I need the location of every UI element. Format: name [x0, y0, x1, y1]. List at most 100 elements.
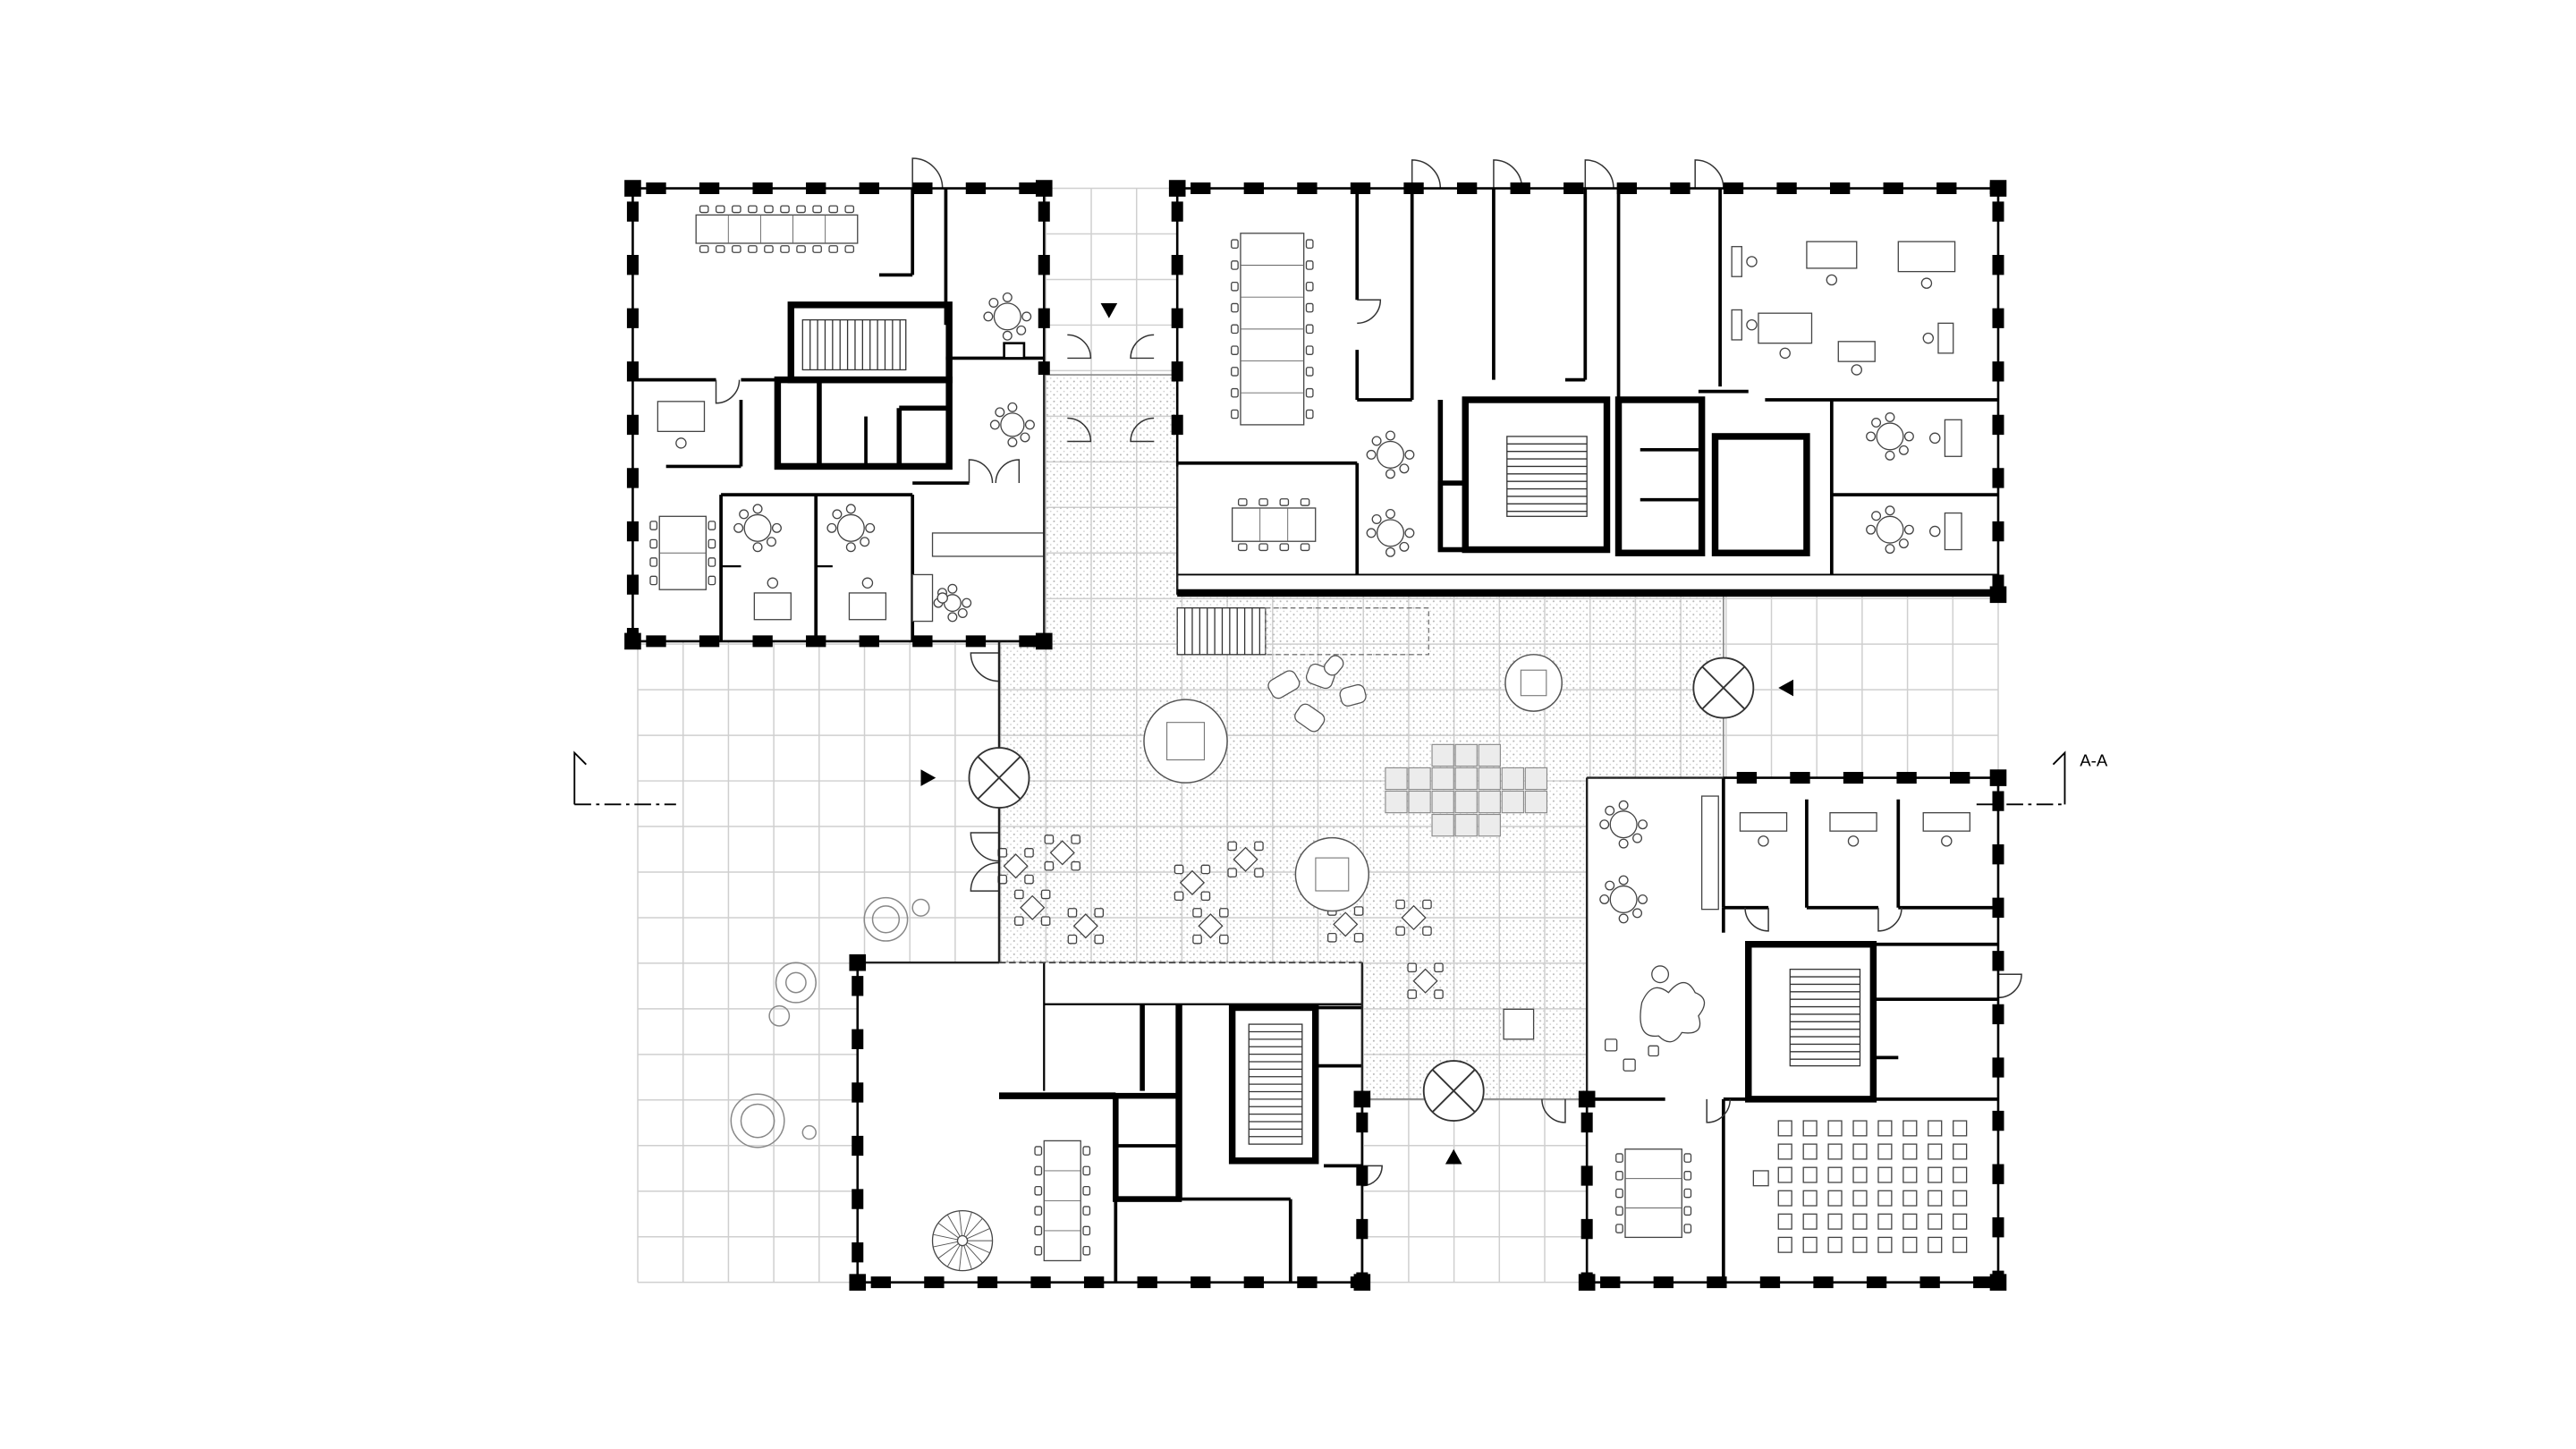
reading-pod: [1504, 654, 1563, 712]
section-marker-left-bracket: [573, 750, 587, 805]
lecture-seat: [1902, 1190, 1918, 1207]
chair: [1615, 1224, 1623, 1233]
section-label: A-A: [2080, 751, 2108, 770]
spiral-stair-tread: [933, 1241, 958, 1248]
stair-core: [1745, 941, 1877, 1103]
lecture-seat: [1902, 1236, 1918, 1253]
chair: [1929, 525, 1941, 538]
seating-module: [1408, 790, 1431, 814]
lecture-seat: [1953, 1190, 1968, 1207]
chair: [1922, 332, 1935, 344]
chair: [1851, 364, 1862, 376]
seating-module: [1478, 790, 1501, 814]
chair: [1034, 1225, 1043, 1236]
stair: [1176, 607, 1267, 656]
lecture-seat: [1802, 1213, 1818, 1230]
lecture-seat: [1877, 1236, 1893, 1253]
desk-set: [1897, 241, 1956, 289]
chair: [796, 205, 806, 214]
stair-landing: [1265, 607, 1429, 656]
door-swing: [1694, 159, 1724, 189]
chair: [1082, 1206, 1091, 1216]
revolving-door-wing: [977, 756, 1021, 800]
chair: [1044, 860, 1055, 871]
chair: [766, 537, 776, 547]
lecture-seat: [1953, 1143, 1968, 1160]
door-swing: [968, 459, 994, 484]
round-table: [1376, 519, 1405, 547]
chair: [780, 245, 790, 253]
cafe-table: [1333, 911, 1359, 937]
chair: [1648, 1045, 1659, 1057]
chair: [1231, 409, 1239, 419]
lecture-seat: [1928, 1213, 1943, 1230]
reading-pod: [1294, 836, 1370, 912]
chair: [1422, 899, 1432, 910]
chair: [1638, 894, 1648, 904]
lecture-seat: [1802, 1166, 1818, 1183]
chair: [739, 509, 750, 520]
chair: [1231, 239, 1239, 250]
lecture-seat: [1777, 1166, 1792, 1183]
seating-module: [1385, 790, 1408, 814]
lecture-seat: [1928, 1190, 1943, 1207]
round-table-set: [1599, 800, 1648, 849]
restroom-core: [1614, 396, 1706, 556]
stair-outline: [1789, 969, 1861, 1067]
chair: [845, 504, 856, 514]
chair: [748, 205, 758, 214]
long-table: [1624, 1148, 1682, 1239]
chair: [1615, 1188, 1623, 1199]
chair: [1404, 528, 1415, 538]
chair: [1746, 256, 1758, 267]
revolving-door-wing: [1431, 1069, 1476, 1113]
chair: [1618, 875, 1629, 886]
round-table: [1876, 422, 1904, 451]
chair: [649, 538, 658, 549]
chair: [1082, 1225, 1091, 1236]
cafe-table-set: [1407, 962, 1444, 999]
door-swing: [1357, 299, 1382, 325]
outdoor-circle: [871, 905, 901, 934]
chair: [1020, 432, 1030, 443]
door-swing: [1130, 417, 1155, 443]
round-table-set: [1866, 412, 1914, 461]
round-table: [993, 302, 1021, 331]
chair: [1040, 916, 1051, 926]
desk-set: [1929, 512, 1962, 551]
chair: [1082, 1146, 1091, 1156]
chair: [1174, 864, 1184, 875]
lecture-seat: [1777, 1143, 1792, 1160]
lecture-seat: [1852, 1190, 1868, 1207]
chair: [1399, 541, 1410, 552]
round-table-set: [826, 504, 876, 553]
chair: [1254, 841, 1264, 852]
chair: [1021, 311, 1032, 322]
desk: [1829, 812, 1877, 832]
lecture-seat: [1902, 1120, 1918, 1137]
chair: [812, 205, 822, 214]
chair: [649, 557, 658, 567]
desk-set: [1731, 246, 1758, 277]
seating-module: [1408, 767, 1431, 791]
chair: [1618, 913, 1629, 924]
spiral-stair-tread: [963, 1212, 972, 1236]
corner-pier: [1578, 1274, 1596, 1291]
seating-module: [1501, 790, 1524, 814]
chair: [1404, 449, 1415, 460]
lecture-seat: [1928, 1236, 1943, 1253]
cafe-table-set: [1227, 841, 1264, 877]
desk-set: [1837, 341, 1876, 376]
lecture-seat: [1902, 1166, 1918, 1183]
spiral-stair-tread: [959, 1210, 962, 1236]
chair: [699, 205, 709, 214]
chair: [1305, 367, 1314, 377]
corner-pier: [624, 632, 641, 650]
chair: [962, 597, 972, 608]
chair: [752, 542, 763, 553]
seating-module: [1478, 813, 1501, 837]
desk-set: [1739, 812, 1788, 847]
chair: [1434, 989, 1444, 999]
entrance-arrow-east: [1778, 679, 1794, 697]
lecture-seat: [1953, 1166, 1968, 1183]
